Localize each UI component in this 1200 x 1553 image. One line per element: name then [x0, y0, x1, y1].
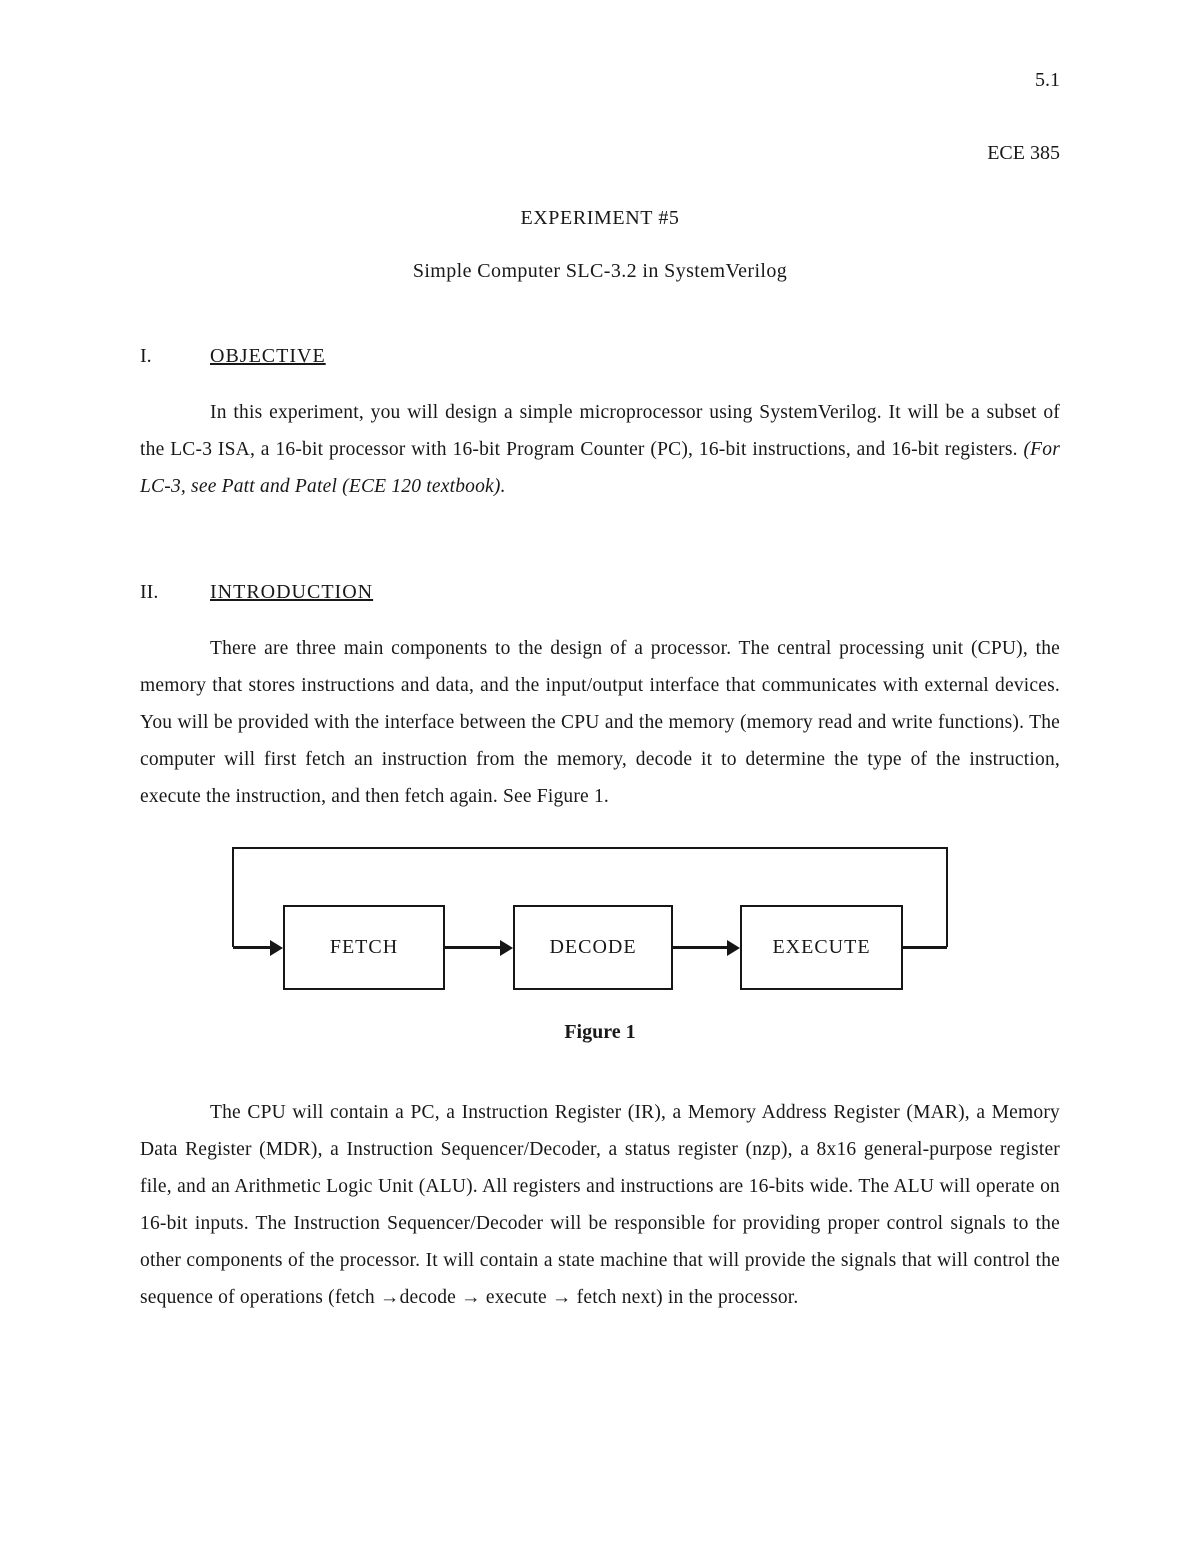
decode-box: DECODE: [513, 905, 673, 990]
objective-heading: OBJECTIVE: [210, 345, 326, 367]
objective-numeral: I.: [140, 345, 152, 367]
introduction-numeral: II.: [140, 581, 159, 603]
page-number: 5.1: [1035, 69, 1060, 91]
decode-to-execute-line: [673, 946, 729, 949]
fetch-box: FETCH: [283, 905, 445, 990]
decode-label: DECODE: [549, 936, 637, 958]
fetch-label: FETCH: [329, 936, 399, 958]
fetch-to-decode-line: [445, 946, 502, 949]
objective-section-heading: I. OBJECTIVE: [140, 345, 1060, 368]
execute-box: EXECUTE: [740, 905, 903, 990]
objective-body-text: In this experiment, you will design a si…: [140, 402, 1060, 460]
loop-to-fetch-line: [233, 946, 272, 949]
decode-to-execute-arrowhead-icon: [727, 939, 740, 956]
feedback-loop-line: [232, 847, 948, 947]
experiment-title: EXPERIMENT #5: [520, 207, 680, 229]
cpu-paragraph: The CPU will contain a PC, a Instruction…: [140, 1102, 1060, 1308]
introduction-section-heading: II. INTRODUCTION: [140, 581, 1060, 604]
figure-caption: Figure 1: [564, 1021, 636, 1043]
execute-to-loop-line: [903, 946, 947, 949]
execute-label: EXECUTE: [772, 936, 871, 958]
experiment-subtitle: Simple Computer SLC-3.2 in SystemVerilog: [412, 260, 788, 282]
introduction-heading: INTRODUCTION: [210, 581, 374, 603]
loop-to-fetch-arrowhead-icon: [270, 939, 283, 956]
introduction-paragraph: There are three main components to the d…: [140, 638, 1060, 807]
objective-body-italic-text: (For LC-3, see Patt and Patel (ECE 120 t…: [140, 439, 1060, 497]
figure-1-diagram: FETCH DECODE EXECUTE: [140, 847, 1060, 993]
objective-paragraph: In this experiment, you will design a si…: [140, 394, 1060, 505]
course-label: ECE 385: [987, 142, 1060, 164]
fetch-to-decode-arrowhead-icon: [500, 939, 513, 956]
